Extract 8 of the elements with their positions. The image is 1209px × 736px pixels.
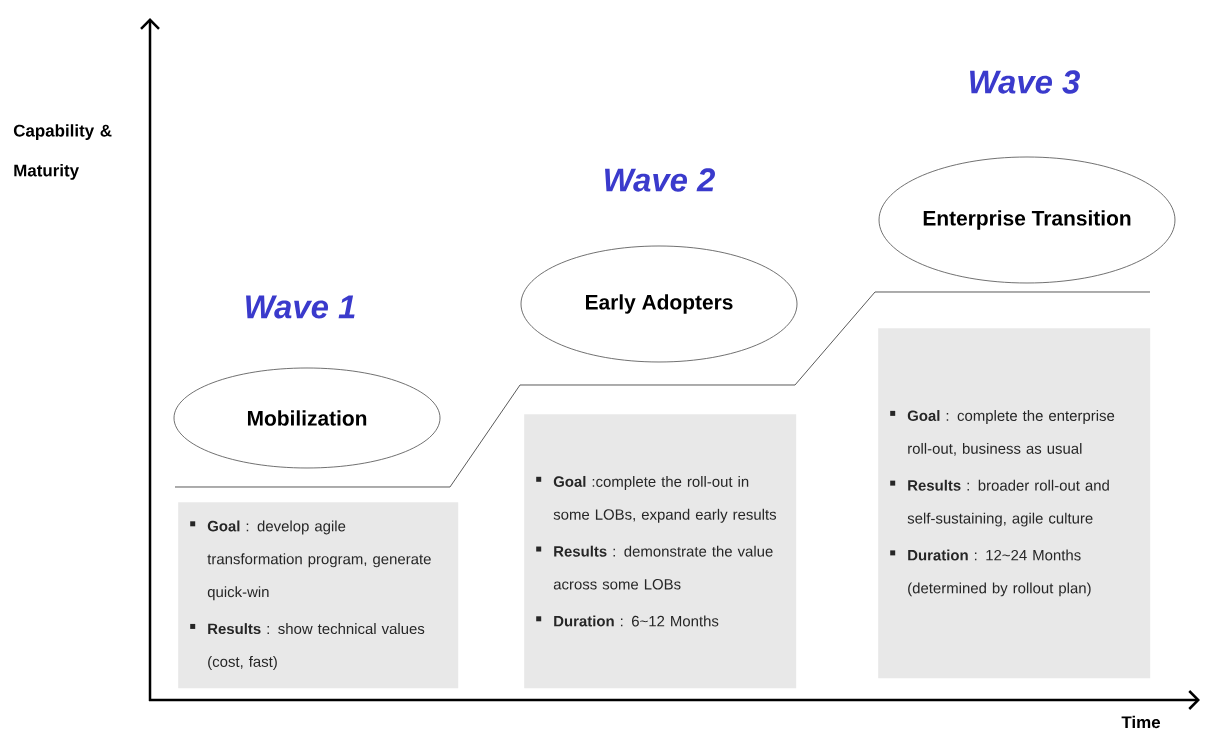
info-box: Goal : complete the enterprise roll-out, business as usual Results : broader roll-out and self-sustaining, agile culture Duration : 12~24 Months (determined by rollout plan) [878, 328, 1151, 679]
wave-heading: Wave 3 [970, 70, 1080, 94]
wave-heading: Wave 2 [605, 168, 715, 192]
wave-heading: Wave 1 [246, 295, 355, 319]
info-box: Goal : develop agile transformation program, generate quick-win Results : show technical values (cost, fast) [178, 502, 459, 689]
axis-label: Time [1121, 715, 1161, 729]
info-box: Goal :complete the roll-out in some LOBs, expand early results Results : demonstrate the value across some LOBs Duration : 6~12 Months [524, 414, 797, 689]
axis-label: Capability & Maturity [13, 124, 112, 180]
